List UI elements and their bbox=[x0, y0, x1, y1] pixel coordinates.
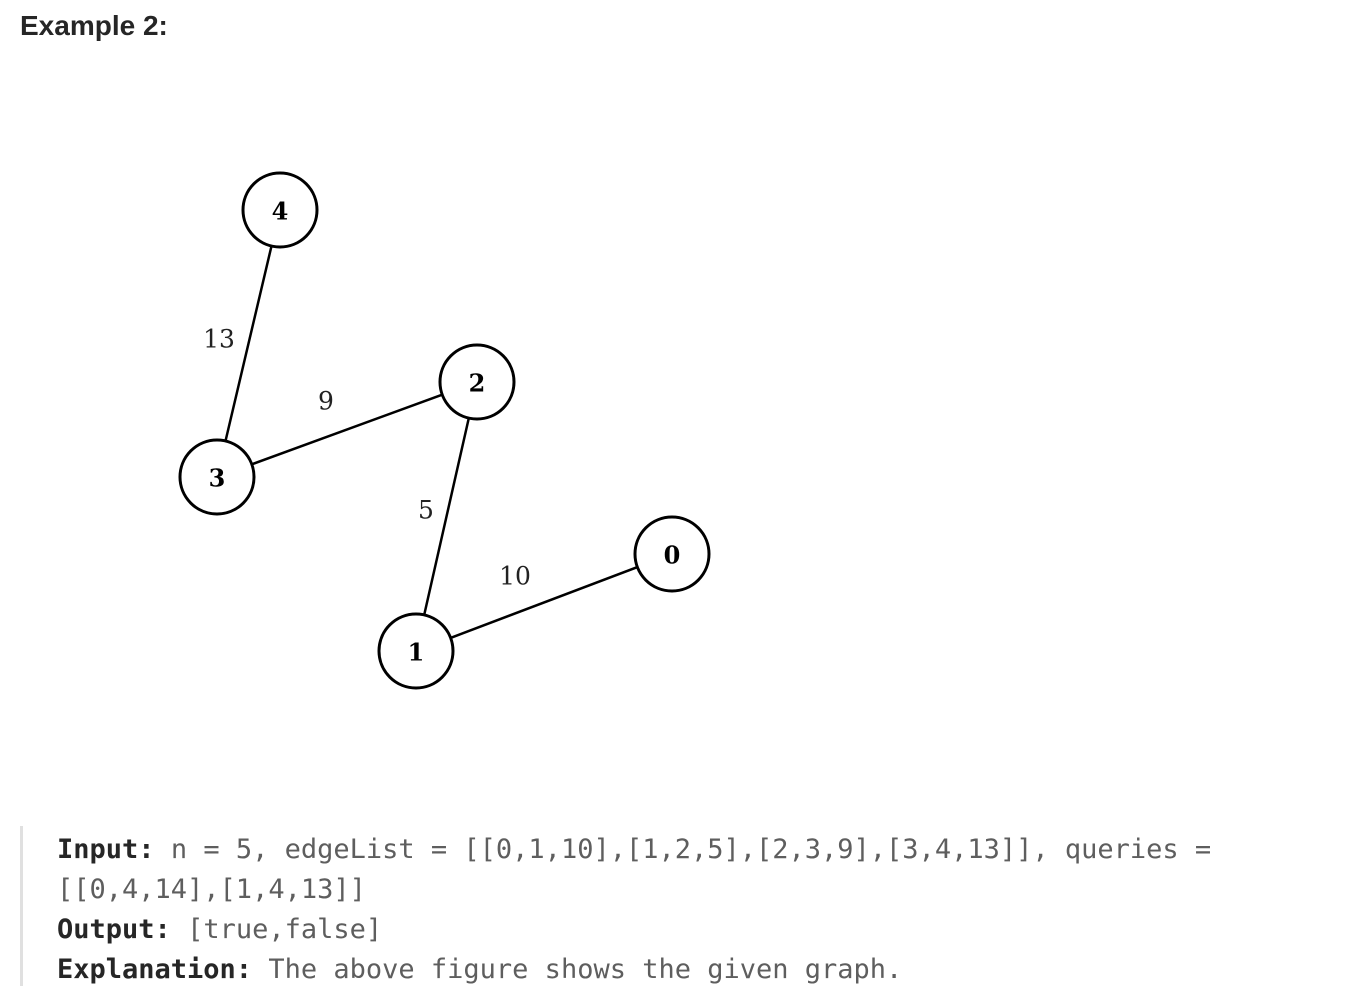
node-label-0: 0 bbox=[664, 541, 681, 570]
node-label-2: 2 bbox=[469, 369, 486, 398]
explanation-value: The above figure shows the given graph. bbox=[268, 954, 903, 985]
example-heading: Example 2: bbox=[20, 10, 168, 41]
node-label-1: 1 bbox=[408, 638, 425, 667]
node-label-3: 3 bbox=[209, 464, 226, 493]
input-line: Input: n = 5, edgeList = [[0,1,10],[1,2,… bbox=[57, 830, 1350, 910]
explanation-label: Explanation: bbox=[57, 954, 253, 985]
node-circle-0 bbox=[633, 515, 711, 593]
example-block: Input: n = 5, edgeList = [[0,1,10],[1,2,… bbox=[20, 826, 1350, 986]
node-3: 3 bbox=[178, 438, 256, 516]
node-1: 1 bbox=[377, 612, 455, 690]
nodes-layer: 0 1 2 3 4 bbox=[178, 171, 711, 690]
edge-2-3 bbox=[251, 393, 443, 466]
node-circle-1 bbox=[377, 612, 455, 690]
output-line: Output: [true,false] bbox=[57, 910, 1350, 950]
edge-3-4 bbox=[224, 245, 273, 442]
input-label: Input: bbox=[57, 834, 155, 865]
node-4: 4 bbox=[241, 171, 319, 249]
node-2: 2 bbox=[438, 343, 516, 421]
edge-0-1 bbox=[450, 565, 638, 640]
edges-layer: 10 5 9 13 bbox=[203, 245, 638, 640]
edge-weight-2-3: 9 bbox=[318, 387, 334, 416]
node-label-4: 4 bbox=[272, 197, 289, 226]
output-value: [true,false] bbox=[187, 914, 383, 945]
edge-1-2 bbox=[422, 417, 471, 616]
edge-weight-0-1: 10 bbox=[499, 562, 531, 591]
node-circle-3 bbox=[178, 438, 256, 516]
edge-weight-3-4: 13 bbox=[203, 325, 235, 354]
node-circle-2 bbox=[438, 343, 516, 421]
edge-weight-1-2: 5 bbox=[418, 496, 434, 525]
node-0: 0 bbox=[633, 515, 711, 593]
explanation-line: Explanation: The above figure shows the … bbox=[57, 950, 1350, 990]
input-value: n = 5, edgeList = [[0,1,10],[1,2,5],[2,3… bbox=[57, 834, 1212, 905]
output-label: Output: bbox=[57, 914, 171, 945]
node-circle-4 bbox=[241, 171, 319, 249]
graph-diagram: 10 5 9 13 0 1 2 3 4 bbox=[178, 171, 711, 690]
